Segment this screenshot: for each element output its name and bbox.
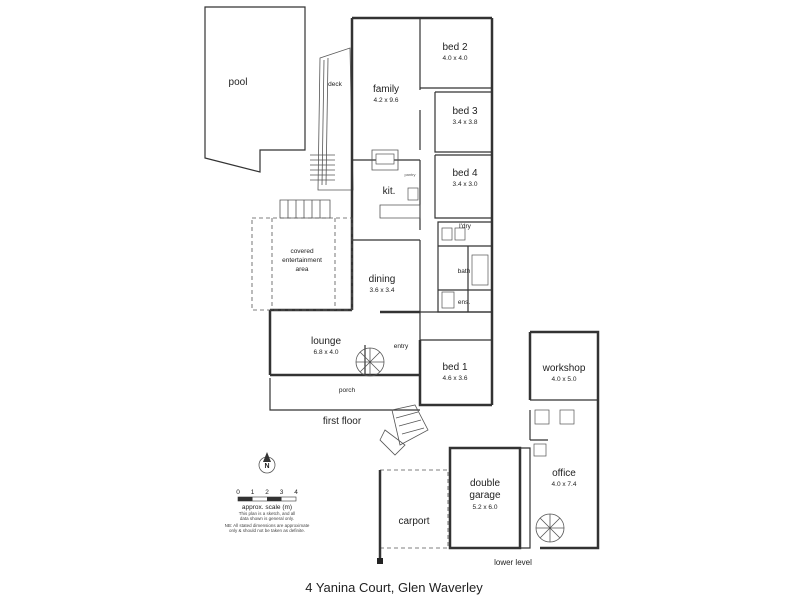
scale-caption: approx. scale (m) — [242, 504, 292, 511]
front-stairs — [379, 404, 429, 456]
covered-label-2: entertainment — [282, 257, 322, 264]
lounge-label: lounge — [311, 336, 341, 347]
covered-entertainment-area — [251, 199, 353, 311]
bed2-label: bed 2 — [442, 42, 467, 53]
scale-tick-1: 1 — [251, 489, 255, 496]
deck-stairs — [310, 154, 335, 181]
pool-label: pool — [229, 77, 248, 88]
scale-tick-0: 0 — [236, 489, 240, 496]
scale-bar: 0 1 2 3 4 approx. scale (m) This plan is… — [225, 489, 310, 533]
porch-label: porch — [339, 387, 356, 394]
north-label: N — [264, 463, 269, 470]
lower-level-caption: lower level — [494, 558, 532, 567]
garage-label-1: double — [470, 478, 500, 489]
bed4-label: bed 4 — [452, 168, 477, 179]
kit-label: kit. — [383, 186, 396, 197]
garage-label-2: garage — [469, 490, 501, 501]
entry-label: entry — [394, 343, 409, 350]
first-floor-walls — [268, 16, 494, 411]
bed3-label: bed 3 — [452, 106, 477, 117]
scale-note-1: This plan is a sketch, and all — [239, 511, 296, 516]
scale-note-2: data shown is general only. — [240, 516, 294, 521]
pantry-label: pantry — [404, 172, 415, 177]
office-dims: 4.0 x 7.4 — [552, 481, 577, 488]
dining-dims: 3.6 x 3.4 — [370, 287, 395, 294]
address-title: 4 Yanina Court, Glen Waverley — [305, 580, 483, 595]
workshop-dims: 4.0 x 5.0 — [552, 376, 577, 383]
bath-label: bath — [458, 268, 471, 275]
scale-note-3: NB: All stated dimensions are approximat… — [225, 523, 310, 528]
bed1-dims: 4.6 x 3.6 — [443, 375, 468, 382]
deck-label: deck — [328, 81, 342, 88]
covered-stairs — [279, 199, 331, 219]
dining-label: dining — [369, 274, 396, 285]
pool-area: pool — [204, 6, 306, 173]
workshop-label: workshop — [542, 363, 586, 374]
family-label: family — [373, 84, 399, 95]
first-floor-caption: first floor — [323, 416, 362, 427]
garage-dims: 5.2 x 6.0 — [473, 504, 498, 511]
bed4-dims: 3.4 x 3.0 — [453, 181, 478, 188]
lower-level-walls — [377, 330, 600, 564]
ens-label: ens. — [458, 299, 470, 306]
covered-label-1: covered — [290, 248, 314, 255]
deck-area: deck — [310, 47, 354, 191]
north-arrow: N — [258, 452, 276, 474]
carport-label: carport — [398, 516, 429, 527]
lounge-dims: 6.8 x 4.0 — [314, 349, 339, 356]
family-dims: 4.2 x 9.6 — [374, 97, 399, 104]
ldry-label: l'dry — [459, 223, 471, 230]
scale-note-4: only & should not be taken as definite. — [229, 528, 305, 533]
room-labels: family 4.2 x 9.6 bed 2 4.0 x 4.0 bed 3 3… — [282, 42, 586, 527]
bed2-dims: 4.0 x 4.0 — [443, 55, 468, 62]
bed1-label: bed 1 — [442, 362, 467, 373]
covered-label-3: area — [295, 266, 308, 273]
scale-tick-3: 3 — [280, 489, 284, 496]
scale-tick-2: 2 — [265, 489, 269, 496]
office-label: office — [552, 468, 576, 479]
bed3-dims: 3.4 x 3.8 — [453, 119, 478, 126]
scale-tick-4: 4 — [294, 489, 298, 496]
